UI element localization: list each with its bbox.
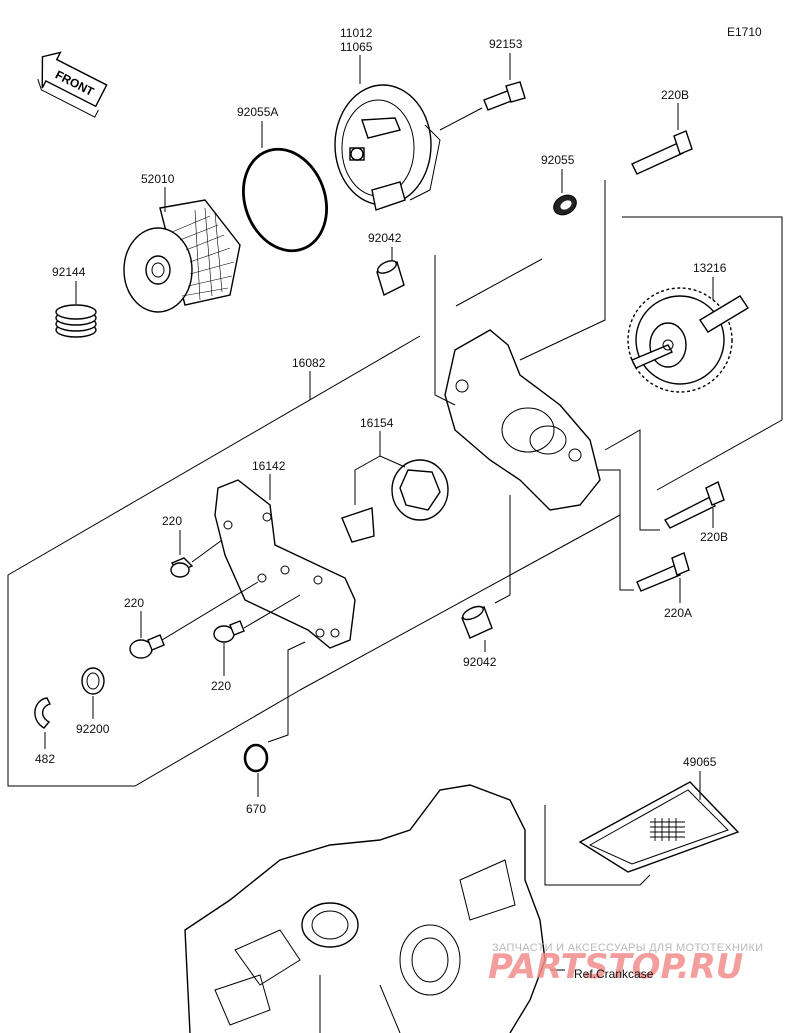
label-16082: 16082 [292,356,326,370]
label-92200: 92200 [76,722,110,736]
bolt-92153 [483,81,526,111]
bolt-220b-top [631,130,693,175]
seal-92055 [553,194,577,216]
dowel-92042-top [376,260,405,296]
label-92042-bottom: 92042 [463,655,497,669]
label-16142: 16142 [252,459,286,473]
label-11012: 11012 [340,26,373,40]
oring-670 [243,743,269,773]
ref-crankcase-label: Ref.Crankcase [574,967,654,981]
bolt-220a [636,552,690,592]
label-220-b: 220 [124,596,144,610]
oring-92055a [242,147,328,253]
label-220-c: 220 [211,679,231,693]
spring-92144 [55,304,97,338]
watermark-brand: PARTSTOP.RU [488,947,743,987]
gear-13216 [627,287,749,393]
filter-cover [334,84,441,211]
label-220b-right: 220B [700,530,728,544]
screw-220-c [213,620,245,643]
cover-plate-16142 [214,479,356,649]
bolt-220b-right [664,481,725,529]
label-220-a: 220 [162,514,182,528]
label-52010: 52010 [141,172,175,186]
label-16154: 16154 [360,416,394,430]
oil-screen-49065 [578,781,740,873]
screw-220-b [129,634,165,659]
oil-pump-body [444,329,601,511]
label-220b-top: 220B [661,88,689,102]
rotor-16154 [341,459,449,543]
label-92055: 92055 [541,153,575,167]
crankcase-ref [184,784,546,1033]
washer-92200 [81,667,105,695]
label-482: 482 [35,752,55,766]
label-49065: 49065 [683,755,717,769]
screw-220-a [170,557,194,578]
label-92042-top: 92042 [368,231,402,245]
dowel-92042-bottom [461,605,493,639]
label-11065: 11065 [340,40,373,54]
diagram-id: E1710 [727,25,762,39]
label-92153: 92153 [489,37,523,51]
label-220a: 220A [664,606,692,620]
front-arrow-icon: FRONT [37,51,108,118]
label-670: 670 [246,802,266,816]
watermark-tagline: ЗАПЧАСТИ И АКСЕССУАРЫ ДЛЯ МОТОТЕХНИКИ [492,942,763,954]
label-92144: 92144 [52,265,86,279]
label-92055a: 92055A [237,105,278,119]
label-13216: 13216 [693,261,727,275]
oil-filter-52010 [123,199,241,313]
circlip-482 [34,697,52,729]
